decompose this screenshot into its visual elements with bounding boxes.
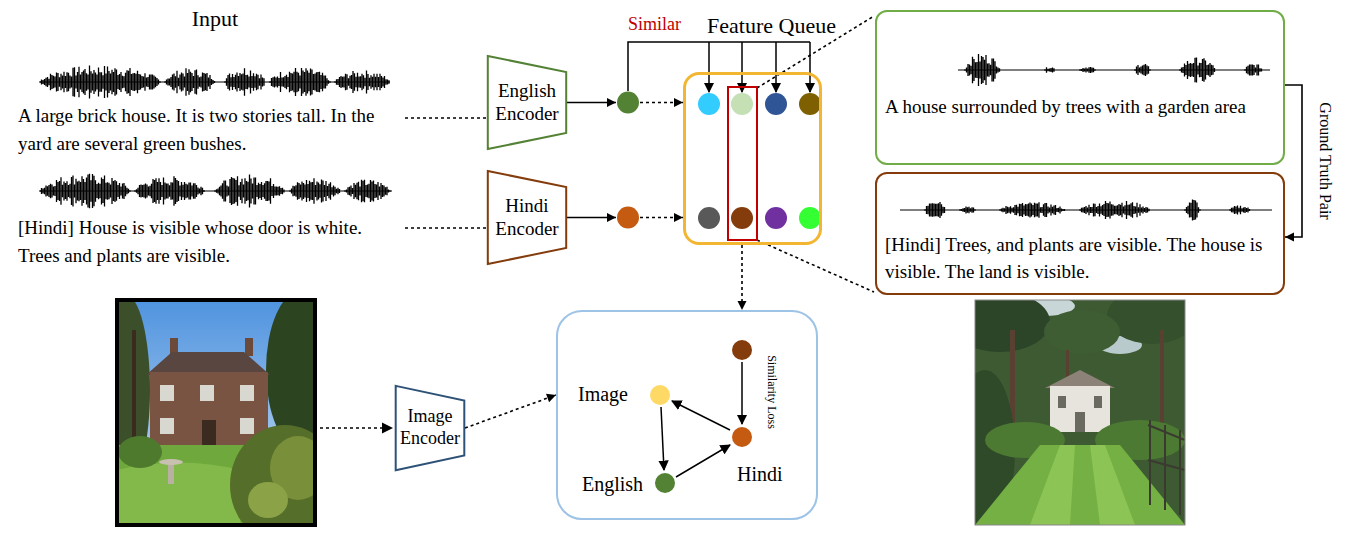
connector-line [567,102,616,104]
encoder-block: Image Encoder [395,385,465,471]
arrow-head [674,213,683,222]
similar-arrow [775,42,777,92]
encoder-shape [396,386,465,470]
photo-frame [117,300,315,525]
photo-frame [975,300,1185,525]
waveform [40,66,389,99]
connector-line [1285,85,1302,237]
node-text: Hindi [737,462,783,486]
english-dot [655,473,675,493]
encoder-shape [488,56,566,149]
hindi-dot [732,427,752,447]
node-text: Similarity Loss [765,355,779,429]
similar-arrow [809,42,811,92]
garden-photo [975,300,1185,525]
hindi-sample-box: [Hindi] Trees, and plants are visible. T… [875,172,1285,295]
node-text: Feature Queue [707,13,836,39]
arrow-head [1285,233,1294,242]
zoom-line [757,240,874,292]
waveform [925,200,1250,221]
similar-arrow [741,42,743,92]
image-dot [650,385,670,405]
arrow-head [546,394,556,402]
node-text: Hindi Encoder [490,195,564,241]
connector-line [567,217,616,219]
waveform-baseline [958,69,1270,70]
leader-line [405,117,486,119]
node-text: Image Encoder [398,406,462,449]
arrow-head [738,301,747,310]
selected-column [728,87,757,240]
house-photo [117,300,315,525]
encoder-block: English Encoder [487,55,567,150]
connector [738,245,747,310]
edge-label: Ground Truth Pair [1316,100,1334,221]
similar-bracket [628,42,810,91]
waveform [40,174,390,209]
connector-line [741,245,743,310]
node-text: English [582,472,643,496]
leader-line [405,227,486,229]
queue-feature-dot [732,340,752,360]
queue-dot [799,207,821,229]
node-text: Image [578,382,628,406]
queue-dot [731,207,753,229]
loss-arrow [676,445,730,477]
feature-dot [617,207,639,229]
feature-dot [617,92,639,114]
connector [1285,85,1302,242]
encoder-shape [488,171,566,264]
node-text: A house surrounded by trees with a garde… [885,94,1277,120]
queue-dot [765,93,787,115]
similarity-loss-box: Image Similarity LossHindi English [556,310,818,520]
queue-dot [698,93,720,115]
node-text: English Encoder [490,80,564,126]
encoder-block: Hindi Encoder [487,170,567,265]
english-sample-box: A house surrounded by trees with a garde… [875,10,1285,165]
waveform [965,54,1262,86]
annotation-label: Similar [628,14,681,36]
connector-line [465,395,556,428]
similar-arrow [708,42,710,92]
caption-text: [Hindi] House is visible whose door is w… [18,214,398,269]
loss-arrow [741,362,743,424]
queue-dot [698,207,720,229]
leader-line [320,427,392,429]
node-text: [Hindi] Trees, and plants are visible. T… [885,232,1280,285]
queue-dot [765,207,787,229]
connector [465,394,556,428]
loss-arrow [672,401,730,430]
section-heading: Input [192,6,238,32]
queue-dot [799,93,821,115]
caption-text: A large brick house. It is two stories t… [18,102,398,157]
queue-dot [731,93,753,115]
arrow-head [674,98,683,107]
loss-arrow [661,407,664,470]
feature-queue: Feature Queue [683,72,822,245]
